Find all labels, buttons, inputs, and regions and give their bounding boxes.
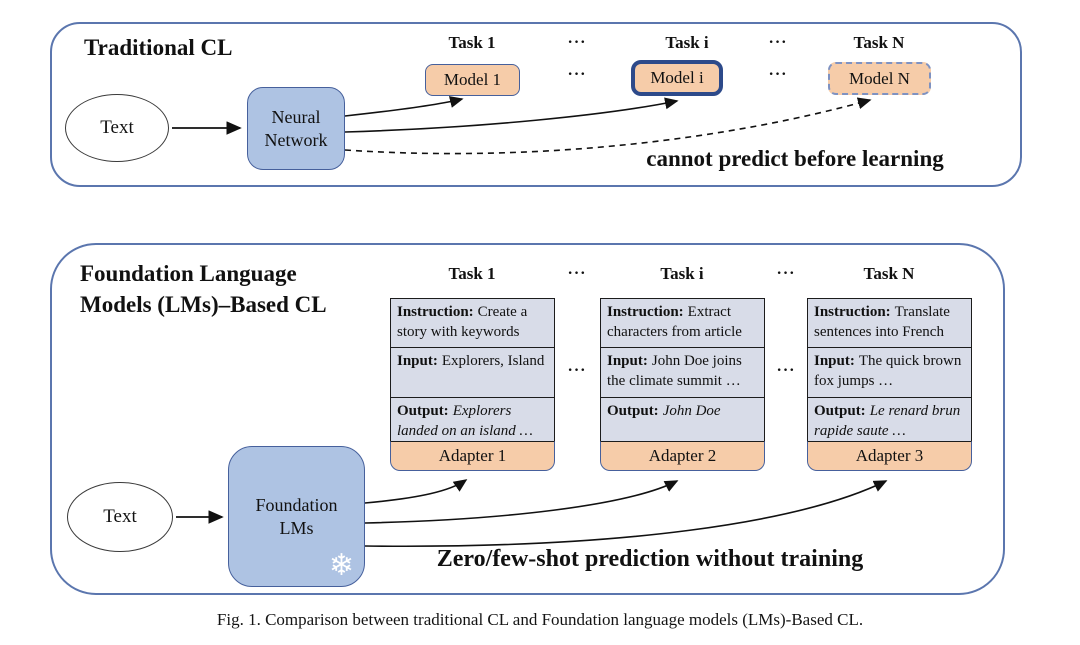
adapter-2-box: Adapter 2 <box>600 441 765 471</box>
task-1-output: Output:Explorers landed on an island … <box>390 397 555 442</box>
zero-few-shot-note: Zero/few-shot prediction without trainin… <box>436 546 864 572</box>
top-task-1-header: Task 1 <box>448 33 496 52</box>
foundation-lms-box: Foundation LMs ❄ <box>228 446 365 587</box>
top-task-i-header: Task i <box>665 33 709 52</box>
text-input-ellipse-bottom: Text <box>67 482 173 552</box>
foundation-lms-label-line1: Foundation <box>255 494 338 515</box>
top-header-dots-2: ··· <box>768 34 788 51</box>
task-n-input: Input:The quick brown fox jumps … <box>807 347 972 397</box>
bottom-card-dots-2: ··· <box>776 362 796 379</box>
bottom-card-dots-1: ··· <box>567 362 587 379</box>
foundation-lm-title-line1: Foundation Language <box>80 261 297 286</box>
neural-network-box: Neural Network <box>247 87 345 170</box>
instruction-value: Create a story with keywords <box>397 304 528 340</box>
input-value: The quick brown fox jumps … <box>814 353 962 389</box>
output-label: Output: <box>814 403 866 419</box>
foundation-lm-title-line2: Models (LMs)–Based CL <box>80 292 327 317</box>
adapter-1-box: Adapter 1 <box>390 441 555 471</box>
task-1-input: Input:Explorers, Island <box>390 347 555 397</box>
text-input-ellipse-top: Text <box>65 94 169 162</box>
model-n-box: Model N <box>828 62 931 95</box>
bottom-header-dots-2: ··· <box>776 265 796 282</box>
cannot-predict-note: cannot predict before learning <box>646 146 944 171</box>
input-label: Input: <box>607 353 648 369</box>
bottom-task-n-header: Task N <box>863 264 915 283</box>
top-task-n-header: Task N <box>853 33 905 52</box>
task-i-card: Instruction:Extract characters from arti… <box>600 298 765 471</box>
input-value: John Doe joins the climate summit … <box>607 353 742 389</box>
input-label: Input: <box>397 353 438 369</box>
bottom-header-dots-1: ··· <box>567 265 587 282</box>
top-model-dots-2: ··· <box>768 66 788 83</box>
adapter-3-box: Adapter 3 <box>807 441 972 471</box>
instruction-label: Instruction: <box>607 304 684 320</box>
input-value: Explorers, Island <box>441 353 545 369</box>
top-model-dots-1: ··· <box>567 66 587 83</box>
bottom-task-i-header: Task i <box>660 264 704 283</box>
top-header-dots-1: ··· <box>567 34 587 51</box>
task-i-input: Input:John Doe joins the climate summit … <box>600 347 765 397</box>
snowflake-icon: ❄ <box>328 548 354 583</box>
neural-network-label-line2: Network <box>264 129 328 150</box>
model-i-box: Model i <box>631 60 723 96</box>
output-label: Output: <box>607 403 659 419</box>
task-1-instruction: Instruction:Create a story with keywords <box>390 298 555 347</box>
instruction-label: Instruction: <box>814 304 891 320</box>
task-i-instruction: Instruction:Extract characters from arti… <box>600 298 765 347</box>
input-label: Input: <box>814 353 855 369</box>
bottom-task-1-header: Task 1 <box>448 264 496 283</box>
output-value: John Doe <box>662 403 721 419</box>
task-i-output: Output:John Doe <box>600 397 765 442</box>
output-label: Output: <box>397 403 449 419</box>
instruction-value: Extract characters from article <box>607 304 742 340</box>
traditional-cl-title: Traditional CL <box>84 35 233 60</box>
foundation-lm-title: Foundation Language Models (LMs)–Based C… <box>80 258 327 320</box>
neural-network-label-line1: Neural <box>271 106 321 127</box>
foundation-lms-label-line2: LMs <box>279 517 314 538</box>
model-1-box: Model 1 <box>425 64 520 96</box>
output-value: Le renard brun rapide saute … <box>814 403 961 439</box>
task-n-instruction: Instruction:Translate sentences into Fre… <box>807 298 972 347</box>
instruction-label: Instruction: <box>397 304 474 320</box>
output-value: Explorers landed on an island … <box>397 403 533 439</box>
task-1-card: Instruction:Create a story with keywords… <box>390 298 555 471</box>
instruction-value: Translate sentences into French <box>814 304 950 340</box>
task-n-output: Output:Le renard brun rapide saute … <box>807 397 972 442</box>
task-n-card: Instruction:Translate sentences into Fre… <box>807 298 972 471</box>
figure-caption: Fig. 1. Comparison between traditional C… <box>216 610 864 629</box>
